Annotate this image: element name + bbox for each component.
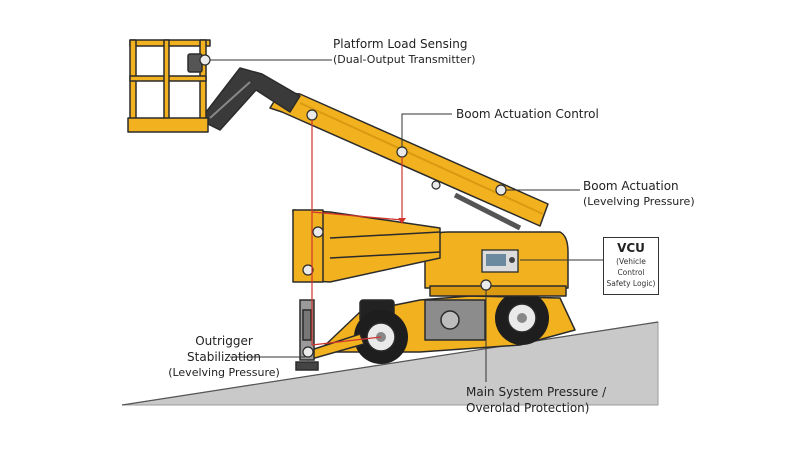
- vcu-line-1: (Vehicle: [616, 257, 646, 266]
- platform-basket: [127, 39, 211, 133]
- main-pressure-line-1: Main System Pressure /: [466, 385, 607, 399]
- sensor-boom-control: [306, 109, 318, 121]
- ground-edge: [121, 321, 659, 406]
- sensor-boom-mid: [396, 146, 408, 158]
- sensor-main-pressure: [480, 279, 492, 291]
- boom-actuation-subtitle: (Levelving Pressure): [583, 195, 695, 208]
- jib-arm: [292, 209, 441, 283]
- callout-vcu: VCU (Vehicle Control Safety Logic): [603, 237, 659, 295]
- sensor-jib-base: [302, 264, 314, 276]
- signal-lines: [311, 120, 406, 346]
- vcu-line-3: Safety Logic): [606, 279, 656, 288]
- vcu-line-2: Control: [617, 268, 645, 277]
- platform-load-title: Platform Load Sensing: [333, 37, 468, 51]
- boom-actuation-title: Boom Actuation: [583, 179, 679, 193]
- sensor-chassis: [431, 180, 441, 190]
- callout-boom-control: Boom Actuation Control: [456, 106, 599, 122]
- boom-cylinder: [453, 192, 522, 231]
- wheel-front: [495, 291, 549, 345]
- sensor-boom-act: [495, 184, 507, 196]
- sensor-platform: [199, 54, 211, 66]
- vcu-panel: [481, 249, 519, 273]
- callout-leaders: [210, 59, 603, 382]
- boom-control-title: Boom Actuation Control: [456, 107, 599, 121]
- callout-outrigger: Outrigger Stabilization (Levelving Press…: [166, 333, 282, 381]
- sensor-marks: [199, 54, 507, 358]
- platform-load-subtitle: (Dual-Output Transmitter): [333, 53, 476, 66]
- callout-boom-actuation: Boom Actuation (Levelving Pressure): [583, 178, 695, 210]
- main-boom: [269, 91, 549, 227]
- callout-platform-load: Platform Load Sensing (Dual-Output Trans…: [333, 36, 476, 68]
- main-pressure-line-2: Overolad Protection): [466, 401, 590, 415]
- upper-jib: [199, 67, 301, 131]
- callout-main-pressure: Main System Pressure / Overolad Protecti…: [466, 384, 606, 416]
- vcu-title: VCU: [617, 241, 645, 255]
- sensor-jib-top: [312, 226, 324, 238]
- sensor-outrigger: [302, 346, 314, 358]
- outrigger-line-2: Stabilization: [187, 350, 261, 364]
- outrigger-line-1: Outrigger: [195, 334, 253, 348]
- outrigger-line-3: (Levelving Pressure): [168, 366, 280, 379]
